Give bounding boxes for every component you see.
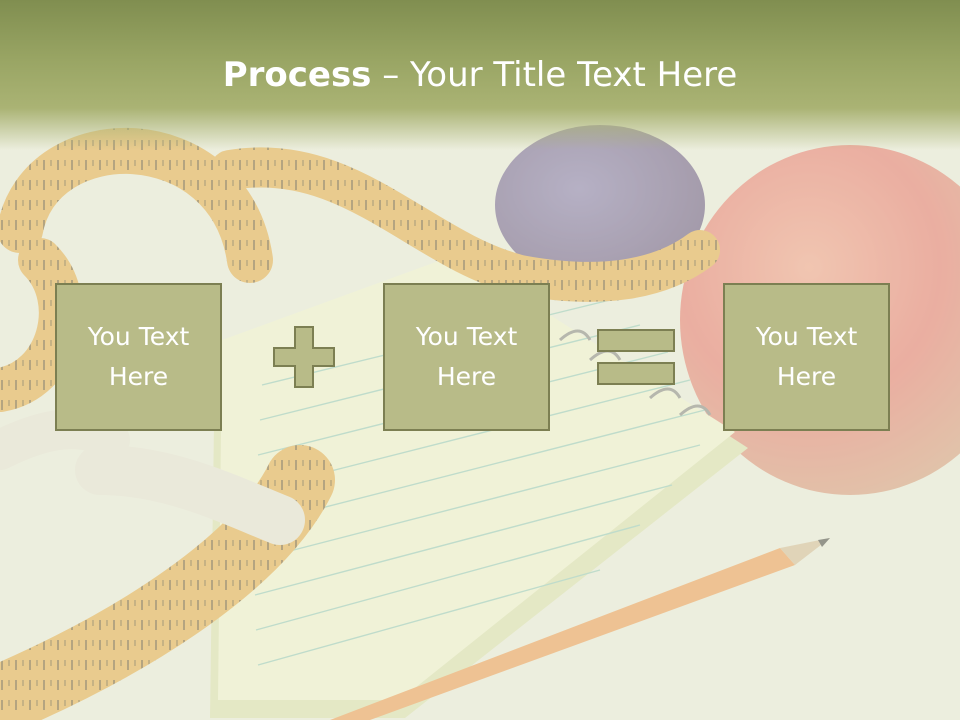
box-2-line-2: Here: [436, 362, 497, 391]
process-box-3: You Text Here: [723, 283, 890, 431]
process-box-2: You Text Here: [383, 283, 550, 431]
box-3-line-1: You Text: [755, 322, 858, 351]
plum-shape: [495, 125, 705, 285]
equals-icon: [597, 329, 675, 385]
pencil-shape: [330, 538, 830, 720]
process-box-1: You Text Here: [55, 283, 222, 431]
plus-icon: [273, 326, 335, 388]
box-2-line-1: You Text: [415, 322, 518, 351]
title-bold-part: Process: [222, 55, 372, 95]
box-3-line-2: Here: [776, 362, 837, 391]
box-1-line-1: You Text: [87, 322, 190, 351]
box-1-line-2: Here: [108, 362, 169, 391]
title-rest-part: – Your Title Text Here: [371, 55, 738, 95]
measuring-tape-shape: [0, 128, 720, 720]
title-bar: [0, 0, 960, 150]
slide-title: Process – Your Title Text Here: [0, 53, 960, 97]
